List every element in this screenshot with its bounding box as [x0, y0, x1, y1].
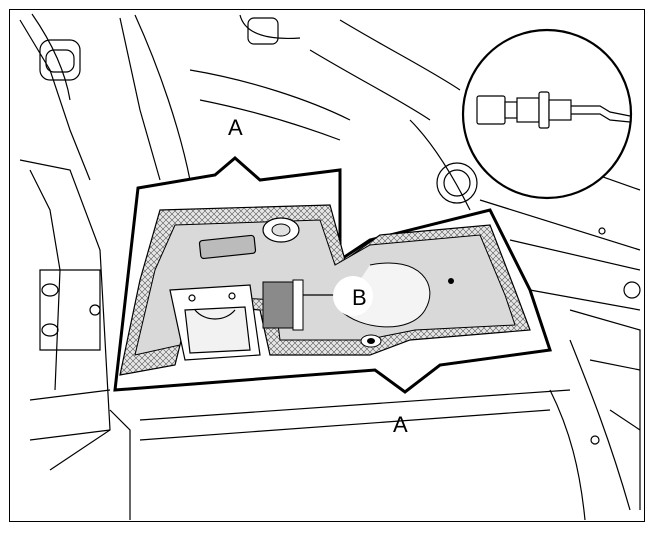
callout-b-circle — [333, 276, 373, 316]
callout-a-bottom: A — [393, 412, 408, 437]
sensor-b — [262, 279, 335, 331]
body-structure — [19, 13, 641, 521]
callout-a-top: A — [228, 115, 243, 140]
sensor-connector-icon — [476, 91, 631, 129]
panel-block — [198, 234, 257, 260]
callout-b-label: B — [352, 285, 367, 310]
vehicle-underbody-diagram — [19, 13, 641, 521]
figure-frame: A A B — [9, 9, 645, 522]
inset-detail — [461, 28, 633, 200]
mounting-bracket — [169, 284, 261, 361]
region-a-outline — [113, 156, 552, 394]
